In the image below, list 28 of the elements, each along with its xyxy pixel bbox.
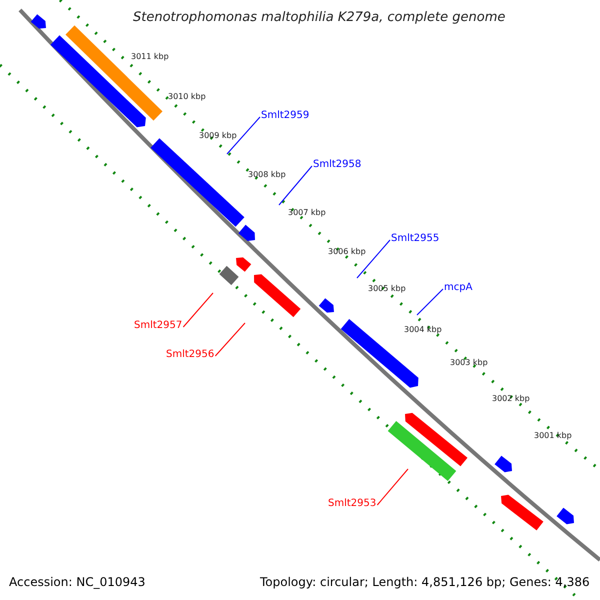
tick-label: 3008 kbp (248, 171, 286, 179)
tick-label: 3009 kbp (199, 132, 237, 140)
gene-label: mcpA (444, 283, 472, 293)
tick-label: 3003 kbp (450, 359, 488, 367)
tick-label: 3001 kbp (534, 432, 572, 440)
footer-text: Topology: circular; Length: 4,851,126 bp; Genes: 4,386 (260, 576, 590, 588)
tick-label: 3002 kbp (492, 395, 530, 403)
gene-label: Smlt2957 (134, 321, 182, 331)
tick-label: 3005 kbp (368, 285, 406, 293)
tick-label: 3006 kbp (328, 248, 366, 256)
tick-label: 3011 kbp (131, 53, 169, 61)
leader-line (376, 468, 408, 506)
leader-line (416, 288, 444, 316)
gene-label: Smlt2958 (313, 160, 362, 170)
footer-text: Accession: NC_010943 (9, 576, 146, 588)
gene-label: Smlt2955 (391, 234, 440, 244)
gene-label: Smlt2956 (166, 350, 214, 360)
leader-line (182, 292, 214, 328)
tick-label: 3010 kbp (168, 93, 206, 101)
leader-line (214, 322, 246, 356)
gene-label: Smlt2953 (328, 499, 376, 509)
tick-label: 3004 kbp (404, 326, 442, 334)
leader-line (226, 116, 260, 154)
map-title: Stenotrophomonas maltophilia K279a, complete genome (133, 11, 506, 24)
tick-label: 3007 kbp (288, 209, 326, 217)
gene-label: Smlt2959 (261, 111, 310, 121)
leader-line (356, 240, 390, 278)
leader-line (278, 166, 312, 206)
